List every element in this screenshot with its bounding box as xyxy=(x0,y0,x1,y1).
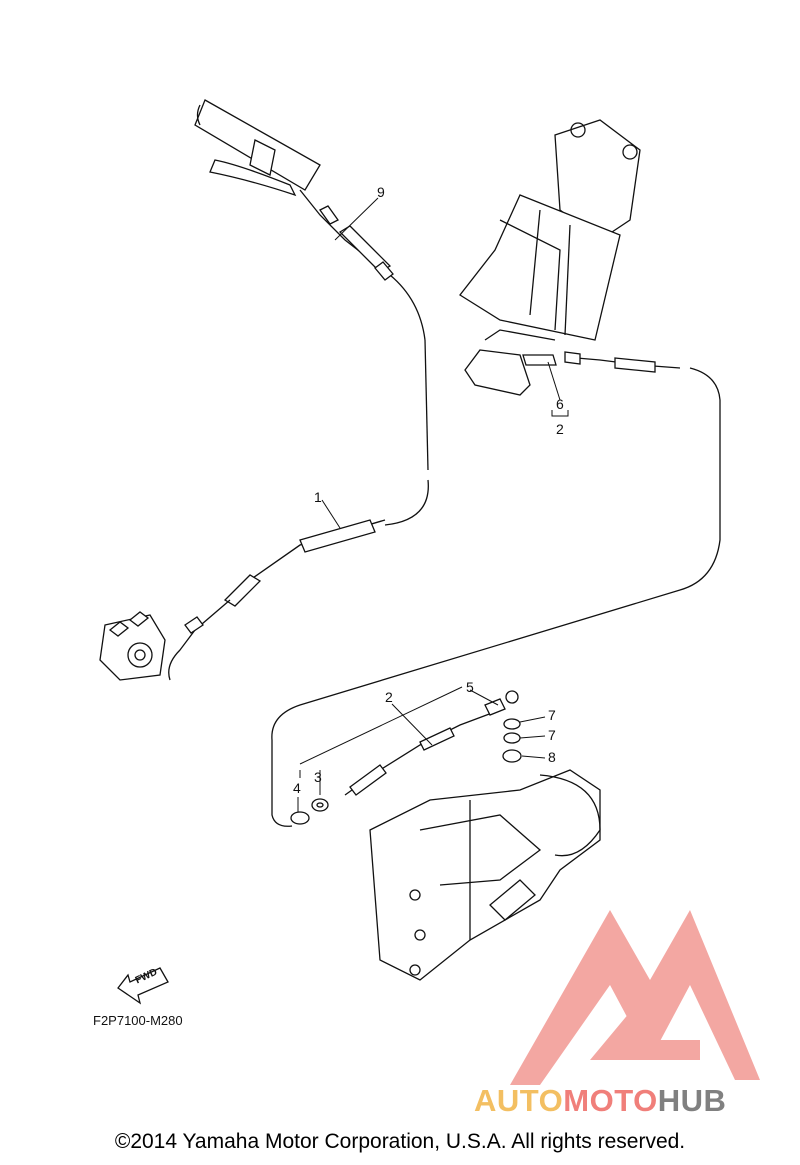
callout-2-bottom: 2 xyxy=(385,689,393,705)
callout-1: 1 xyxy=(314,489,322,505)
watermark-logo-icon xyxy=(510,910,760,1085)
callout-4: 4 xyxy=(293,780,301,796)
cable-joint-6 xyxy=(522,351,681,373)
jet-pump xyxy=(369,769,601,981)
diagram-code: F2P7100-M280 xyxy=(93,1013,183,1028)
throttle-body xyxy=(99,611,166,681)
watermark-part-auto: AUTO xyxy=(474,1083,564,1118)
fwd-arrow-icon xyxy=(117,967,169,1005)
steering-cable-2 xyxy=(344,690,519,796)
watermark-part-hub: HUB xyxy=(657,1083,727,1118)
steering-column xyxy=(459,119,641,396)
throttle-cable-main xyxy=(168,519,386,681)
handlebar-grip xyxy=(194,99,321,197)
steering-cable-route xyxy=(271,367,721,827)
watermark-part-moto: MOTO xyxy=(563,1083,658,1118)
callout-7-upper: 7 xyxy=(548,707,556,723)
copyright-notice: ©2014 Yamaha Motor Corporation, U.S.A. A… xyxy=(114,1130,686,1153)
callout-2-top: 2 xyxy=(556,421,564,437)
callout-3: 3 xyxy=(314,769,322,785)
washers xyxy=(290,718,522,825)
callout-8: 8 xyxy=(548,749,556,765)
callout-leaders xyxy=(297,197,569,812)
watermark-text: AUTOMOTOHUB xyxy=(474,1083,726,1119)
callout-5: 5 xyxy=(466,679,474,695)
callout-7-lower: 7 xyxy=(548,727,556,743)
callout-6: 6 xyxy=(556,396,564,412)
callout-9: 9 xyxy=(377,184,385,200)
throttle-cable-top xyxy=(299,189,429,526)
